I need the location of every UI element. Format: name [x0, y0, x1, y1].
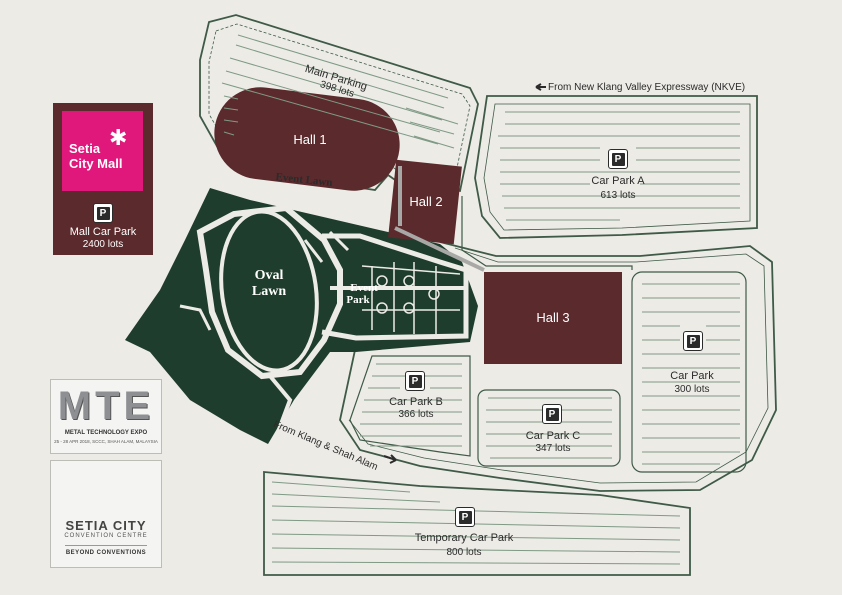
setia-city-mall-logo: ✱ Setia City Mall [62, 111, 143, 191]
temporary-car-park-parking-icon: P [455, 507, 475, 527]
oval-lawn-label-1: Oval [254, 268, 284, 283]
car-park-c-name: Car Park C [525, 430, 581, 442]
car-park-b-lots: 366 lots [398, 409, 434, 420]
nkve-direction-label: From New Klang Valley Expressway (NKVE) [548, 82, 746, 93]
hall-3-label: Hall 3 [536, 310, 570, 325]
main-parking-area [199, 14, 479, 193]
event-park-label-1: Event [350, 282, 378, 294]
sccc-logo: SETIA CITY CONVENTION CENTRE BEYOND CONV… [50, 460, 162, 568]
hall-1-shape [214, 87, 400, 191]
flower-icon: ✱ [109, 125, 128, 150]
car-park-right-name: Car Park [670, 370, 714, 382]
car-park-c-parking-icon: P [542, 404, 562, 424]
car-park-b-name: Car Park B [389, 396, 443, 408]
temporary-car-park-name: Temporary Car Park [414, 532, 514, 544]
temporary-car-park-lots: 800 lots [446, 547, 482, 558]
mall-car-park-lots: 2400 lots [82, 239, 124, 250]
hall-2-shape [388, 159, 462, 245]
parking-stripes [221, 34, 740, 565]
car-park-c-lots: 347 lots [535, 443, 571, 454]
car-park-a-name: Car Park A [591, 175, 645, 187]
hall-3-shape [484, 272, 622, 364]
oval-lawn-label-2: Lawn [251, 284, 287, 299]
car-park-right-area [631, 271, 747, 473]
mall-parking-icon: P [93, 203, 113, 223]
car-park-a-parking-icon: P [608, 149, 628, 169]
nkve-arrow [535, 83, 546, 91]
oval-lawn [219, 209, 319, 373]
klang-arrow [383, 454, 397, 464]
car-park-right-parking-icon: P [683, 331, 703, 351]
mte-logo: MTE METAL TECHNOLOGY EXPO 25 - 28 APR 20… [50, 379, 162, 454]
outer-road [339, 241, 777, 492]
hall-1-label: Hall 1 [293, 132, 327, 147]
event-park-label-2: Park [346, 294, 370, 306]
car-park-a-area [474, 95, 758, 239]
car-park-b-parking-icon: P [405, 371, 425, 391]
mall-car-park-box: ✱ Setia City Mall P Mall Car Park 2400 l… [53, 103, 153, 255]
car-park-right-lots: 300 lots [674, 384, 710, 395]
car-park-a-lots: 613 lots [600, 190, 636, 201]
mall-car-park-name: Mall Car Park [69, 226, 137, 238]
temporary-car-park-area [263, 471, 691, 576]
car-park-c-area [477, 389, 621, 467]
car-park-b-area [349, 355, 471, 457]
hall-2-label: Hall 2 [409, 194, 443, 209]
